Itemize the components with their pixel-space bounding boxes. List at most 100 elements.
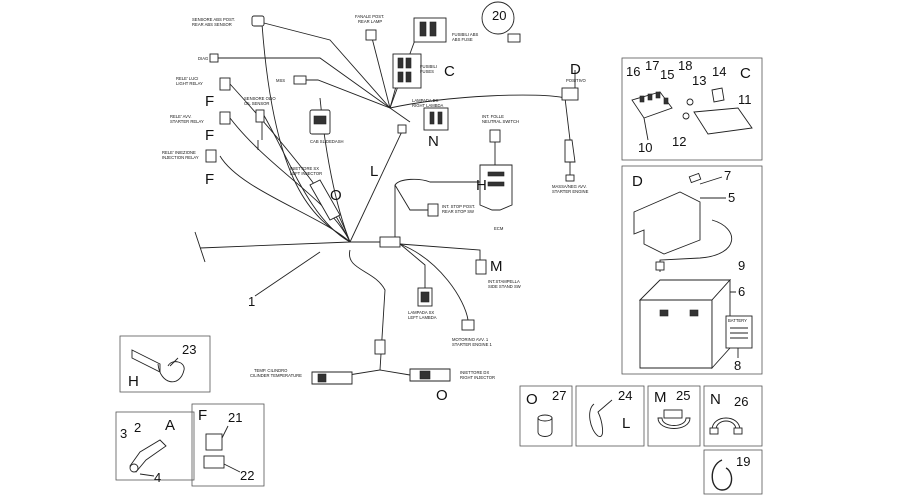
rear-stop-switch <box>427 203 439 217</box>
detail-l-frame <box>575 385 645 447</box>
side-stand-switch <box>475 259 487 275</box>
callout-10: 10 <box>638 140 652 155</box>
abs-sensor <box>129 439 167 473</box>
detail-h-bracket: 23 H <box>119 335 211 393</box>
letter-l-harness: L <box>370 163 378 180</box>
letter-f-light: F <box>205 93 214 110</box>
letter-n-detail: N <box>710 391 721 408</box>
label-mss: MSS <box>276 78 285 83</box>
label-rear-lamp: REAR LAMP <box>358 19 382 24</box>
detail-battery: D 7 5 9 6 8 BATTERY <box>621 165 763 375</box>
callout-12: 12 <box>672 134 686 149</box>
callout-3: 3 <box>120 426 127 441</box>
label-diag: DIAG <box>198 56 208 61</box>
detail-m-frame <box>647 385 701 447</box>
label-injection-relay: INJECTION RELAY <box>162 155 199 160</box>
left-injector <box>309 179 341 221</box>
diag-connector <box>209 53 219 63</box>
tray-screw <box>688 172 702 184</box>
callout-16: 16 <box>626 64 640 79</box>
callout-11: 11 <box>738 92 752 107</box>
letter-l-detail: L <box>622 415 630 432</box>
label-right-lambda: RIGHT LAMBDA <box>412 103 444 108</box>
label-left-injector: LEFT INJECTOR <box>290 171 322 176</box>
inline-connector <box>374 339 386 355</box>
callout-8: 8 <box>734 358 741 373</box>
letter-m-detail: M <box>654 389 667 406</box>
label-rele-iniezione: RELE' INIEZIONE <box>162 150 196 155</box>
detail-fuse-box: C 16 17 15 18 13 14 11 12 10 <box>621 57 763 161</box>
detail-m-clip: M 25 <box>647 385 701 447</box>
label-ecm: ECM <box>494 226 504 231</box>
letter-d-positive: D <box>570 61 581 78</box>
battery-tray <box>633 191 701 255</box>
label-oil-sensor: OIL SENSOR <box>244 101 269 106</box>
label-fuses: FUSES <box>420 69 434 74</box>
mss-connector <box>293 75 307 85</box>
callout-25: 25 <box>676 388 690 403</box>
battery-label-text: BATTERY <box>728 318 747 323</box>
right-lambda-connector <box>423 107 449 131</box>
label-rele-avv: RELE' AVV. <box>170 114 192 119</box>
hose-clip <box>657 417 691 429</box>
letter-o-right-injector: O <box>436 387 448 404</box>
letter-f-detail: F <box>198 407 207 424</box>
detail-c-frame <box>621 57 763 161</box>
starter-engine-connector <box>461 319 475 331</box>
letter-d-detail: D <box>632 173 643 190</box>
battery-body <box>639 299 713 369</box>
fuse-box-bracket <box>693 107 753 135</box>
battery-label-card <box>725 315 753 349</box>
component-labels: SENSORE ABS POST. REAR ABS SENSOR FANALE… <box>162 14 589 380</box>
main-harness <box>194 21 576 379</box>
callout-19: 19 <box>736 454 750 469</box>
label-massa-avv: MASSA/NEG AVV. <box>552 184 587 189</box>
label-starter-engine-1: STARTER ENGINE 1 <box>452 342 493 347</box>
detail-f-relay: F 21 22 <box>191 403 265 487</box>
label-iniettore-dx: INIETTORE DX <box>460 370 489 375</box>
callout-27: 27 <box>552 388 566 403</box>
connectors <box>205 1 579 385</box>
positive-terminal <box>561 87 579 101</box>
label-fusibili-abs: FUSIBILI ABS <box>452 32 479 37</box>
callout-13: 13 <box>692 73 706 88</box>
detail-d-frame <box>621 165 763 375</box>
detail-o-grommet: O 27 <box>519 385 573 447</box>
label-cylinder-temp: CILINDER TEMPERATURE <box>250 373 302 378</box>
relay <box>205 433 223 451</box>
detail-a-frame <box>115 411 195 481</box>
detail-19-ring: 19 <box>703 449 763 495</box>
label-lampada-sx: LAMPADA SX <box>408 310 434 315</box>
letter-c-detail: C <box>740 65 751 82</box>
label-left-lambda: LEFT LAMBDA <box>408 315 437 320</box>
ring-strap <box>711 459 733 491</box>
relay-holder <box>203 455 225 469</box>
letter-o-injector: O <box>330 187 342 204</box>
label-starter-relay: STARTER RELAY <box>170 119 204 124</box>
label-int-folle: INT. FOLLE <box>482 114 504 119</box>
letter-m-stand: M <box>490 258 503 275</box>
label-abs-fuse: ABS FUSE <box>452 37 473 42</box>
callout-17: 17 <box>645 58 659 73</box>
callout-21: 21 <box>228 410 242 425</box>
label-rele-luci: RELE' LUCI <box>176 76 198 81</box>
label-int-stop: INT. STOP POST. <box>442 204 475 209</box>
section-letters: C D F F F N O L H M O 1 20 <box>205 8 581 404</box>
label-temp-cilindro: TEMP. CILINDRO <box>254 368 288 373</box>
detail-o-frame <box>519 385 573 447</box>
starter-ground-cable <box>564 139 576 163</box>
label-right-injector: RIGHT INJECTOR <box>460 375 495 380</box>
callout-4: 4 <box>154 470 161 485</box>
label-rear-stop-sw: REAR STOP SW <box>442 209 474 214</box>
callout-18: 18 <box>678 58 692 73</box>
oil-sensor-connector <box>255 109 265 123</box>
callout-1: 1 <box>248 294 255 309</box>
label-sensore-olio: SENSORE OLIO <box>244 96 276 101</box>
callout-22: 22 <box>240 468 254 483</box>
label-sensore-abs: SENSORE ABS POST. <box>192 17 235 22</box>
label-cab-slidedash: CAB SLIDEDASH <box>310 139 344 144</box>
light-relay-connector <box>219 77 231 91</box>
label-motorino-avv: MOTORINO AVV. 1 <box>452 337 489 342</box>
label-lampada-dx: LAMPADA DX <box>412 98 439 103</box>
